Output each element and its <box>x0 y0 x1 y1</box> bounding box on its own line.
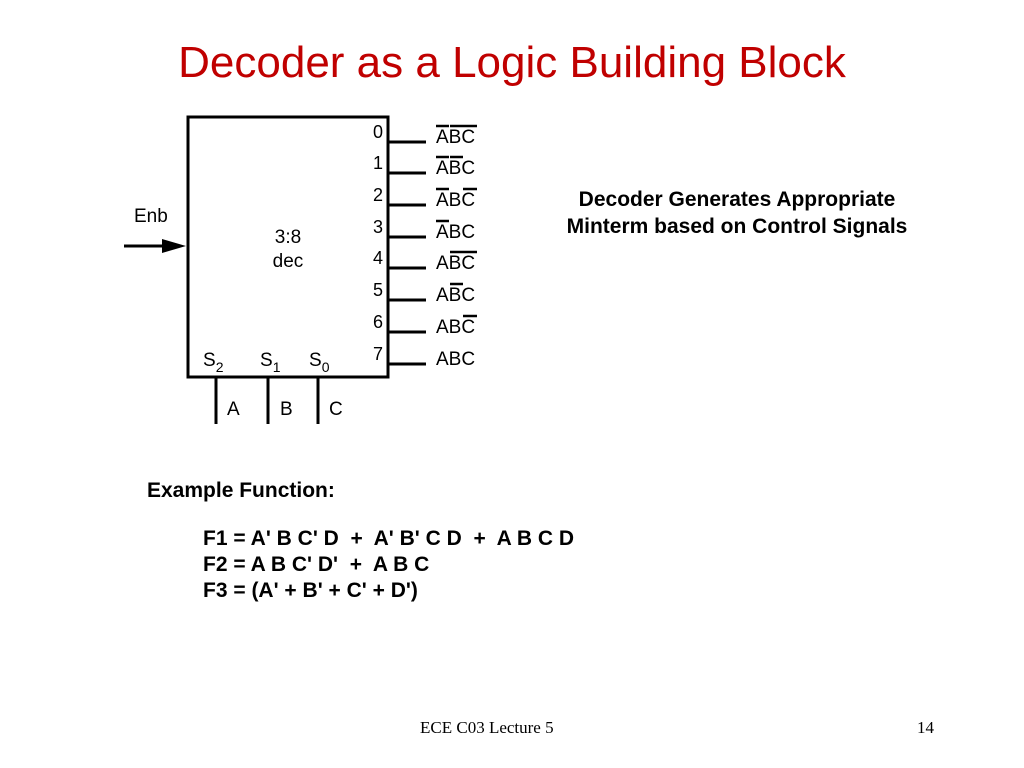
select-label-s1: S1 <box>260 350 281 375</box>
output-index-0: 0 <box>373 122 383 142</box>
example-label: Example Function: <box>147 479 335 502</box>
output-index-2: 2 <box>373 185 383 205</box>
output-index-3: 3 <box>373 217 383 237</box>
output-minterm-0: ABC <box>436 127 475 148</box>
note-line-1: Decoder Generates Appropriate <box>578 188 896 211</box>
enable-arrow-icon <box>162 239 186 253</box>
output-index-1: 1 <box>373 153 383 173</box>
output-index-4: 4 <box>373 248 383 268</box>
output-minterm-1: ABC <box>436 158 475 179</box>
note-line-2: Minterm based on Control Signals <box>566 215 908 238</box>
slide-title: Decoder as a Logic Building Block <box>178 38 846 87</box>
decoder-note: Decoder Generates Appropriate Minterm ba… <box>500 186 974 240</box>
example-equations: F1 = A' B C' D + A' B' C D + A B C D F2 … <box>203 526 574 604</box>
input-label-a: A <box>227 399 240 420</box>
output-minterm-5: ABC <box>436 285 475 306</box>
select-label-s0: S0 <box>309 350 330 375</box>
output-minterm-4: ABC <box>436 253 475 274</box>
output-index-7: 7 <box>373 344 383 364</box>
equation-f1: F1 = A' B C' D + A' B' C D + A B C D <box>203 527 574 550</box>
decoder-label-type: dec <box>273 251 304 272</box>
output-index-6: 6 <box>373 312 383 332</box>
equation-f2: F2 = A B C' D' + A B C <box>203 553 430 576</box>
footer-page-number: 14 <box>917 718 934 737</box>
enable-label: Enb <box>134 206 168 227</box>
equation-f3: F3 = (A' + B' + C' + D') <box>203 579 418 602</box>
output-minterm-6: ABC <box>436 317 475 338</box>
select-label-s2: S2 <box>203 350 224 375</box>
input-label-c: C <box>329 399 343 420</box>
input-label-b: B <box>280 399 293 420</box>
footer-course: ECE C03 Lecture 5 <box>420 718 554 737</box>
decoder-block <box>186 115 390 379</box>
output-minterm-3: ABC <box>436 222 475 243</box>
decoder-label-ratio: 3:8 <box>275 227 301 248</box>
output-minterm-2: ABC <box>436 190 475 211</box>
output-index-5: 5 <box>373 280 383 300</box>
output-minterm-7: ABC <box>436 349 475 370</box>
